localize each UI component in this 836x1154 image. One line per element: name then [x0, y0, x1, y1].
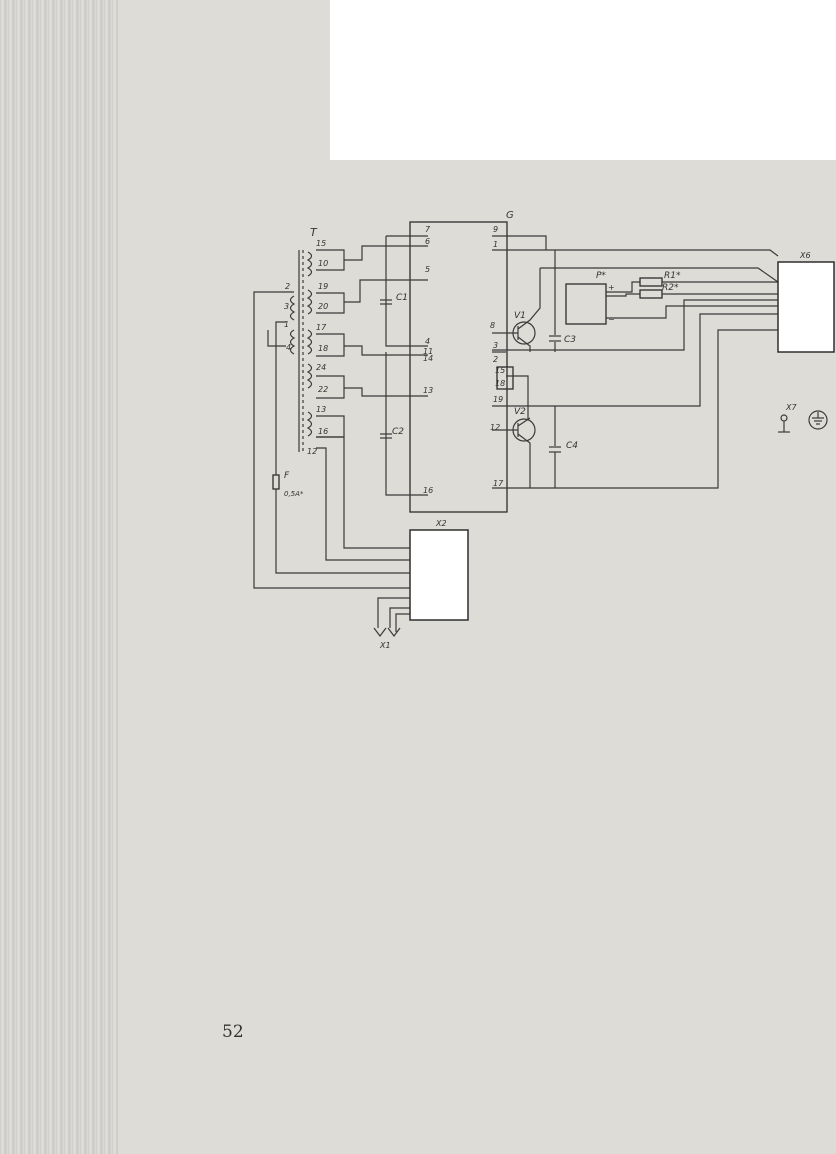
scanned-page — [118, 0, 836, 1154]
transistor-v2: V2 — [492, 407, 536, 488]
m-pin-9: 9 — [493, 225, 498, 234]
m-pin-6: 6 — [425, 237, 430, 246]
t-pin-15: 15 — [316, 239, 326, 248]
connector-x6: X6 — [777, 251, 835, 353]
capacitor-c1: C1 — [380, 293, 408, 305]
c2-label: C2 — [392, 427, 404, 437]
transformer-label: T — [310, 226, 318, 239]
module-right-pins: 9 1 8 3 2 15 18 19 12 17 — [490, 225, 514, 488]
c3-label: C3 — [564, 335, 576, 345]
v2-label: V2 — [514, 407, 526, 417]
m-pin-1: 1 — [493, 240, 498, 249]
x1-label: X1 — [379, 641, 391, 650]
relay-label: P* — [596, 271, 606, 281]
m-pin-18: 18 — [495, 379, 505, 388]
blank-scan-area — [330, 0, 836, 160]
m-pin-3: 3 — [493, 341, 498, 350]
m-pin-13: 13 — [423, 386, 433, 395]
t-pin-12: 12 — [307, 447, 317, 456]
t-pin-2: 2 — [285, 282, 290, 291]
resistor-r2: R2* — [639, 283, 679, 299]
x2-label: X2 — [435, 519, 447, 528]
transistor-v1: V1 — [492, 268, 541, 352]
module-left-pins: 7 6 5 4 14 11 13 16 — [423, 225, 433, 495]
capacitor-c4: C4 — [549, 441, 578, 453]
t-pin-19: 19 — [318, 282, 328, 291]
ground-icon — [808, 410, 828, 430]
m-pin-11: 11 — [423, 347, 433, 356]
connector-x1: X1 — [373, 627, 401, 650]
relay-p: P* + − — [565, 271, 615, 325]
t-pin-22: 22 — [318, 385, 328, 394]
t-pin-17: 17 — [316, 323, 327, 332]
capacitor-c3: C3 — [549, 335, 576, 345]
m-pin-16: 16 — [423, 486, 433, 495]
t-pin-4: 4 — [286, 343, 291, 352]
c1-label: C1 — [396, 293, 408, 303]
x6-label: X6 — [799, 251, 811, 260]
m-pin-15: 15 — [495, 366, 505, 375]
t-pin-1: 1 — [284, 320, 289, 329]
v1-label: V1 — [514, 311, 526, 321]
capacitor-c2: C2 — [380, 427, 404, 439]
fuse-label: F — [284, 471, 290, 481]
m-pin-8: 8 — [490, 321, 495, 330]
relay-minus-sign: − — [608, 315, 615, 324]
t-pin-16: 16 — [318, 427, 328, 436]
m-pin-17: 17 — [493, 479, 504, 488]
m-pin-14: 14 — [423, 354, 433, 363]
fuse-rating: 0,5A* — [284, 490, 304, 498]
t-pin-13: 13 — [316, 405, 326, 414]
t-pin-24: 24 — [316, 363, 326, 372]
transformer-t: T 15 10 19 20 2 3 1 4 17 18 24 22 13 16 … — [284, 226, 328, 456]
m-pin-12: 12 — [490, 423, 500, 432]
t-pin-20: 20 — [318, 302, 328, 311]
r2-label: R2* — [662, 283, 679, 293]
transformer-wiring — [316, 235, 428, 496]
m-pin-2: 2 — [493, 355, 498, 364]
module-g-label: G — [506, 210, 514, 221]
m-pin-7: 7 — [425, 225, 431, 234]
m-pin-19: 19 — [493, 395, 503, 404]
stacked-page-edges — [0, 0, 130, 1154]
r1-label: R1* — [664, 271, 681, 281]
connector-x2: X2 — [409, 519, 469, 621]
c4-label: C4 — [566, 441, 578, 451]
page-number: 52 — [222, 1022, 244, 1042]
x7-label: X7 — [785, 403, 797, 412]
t-pin-3: 3 — [284, 302, 289, 311]
fuse-f: F 0,5A* — [272, 471, 304, 498]
right-wiring — [492, 235, 779, 489]
m-pin-4: 4 — [425, 337, 430, 346]
relay-plus-sign: + — [608, 283, 615, 292]
m-pin-5: 5 — [425, 265, 430, 274]
t-pin-10: 10 — [318, 259, 328, 268]
connector-x7: X7 — [778, 403, 797, 433]
t-pin-18: 18 — [318, 344, 328, 353]
supply-wiring — [253, 291, 410, 632]
